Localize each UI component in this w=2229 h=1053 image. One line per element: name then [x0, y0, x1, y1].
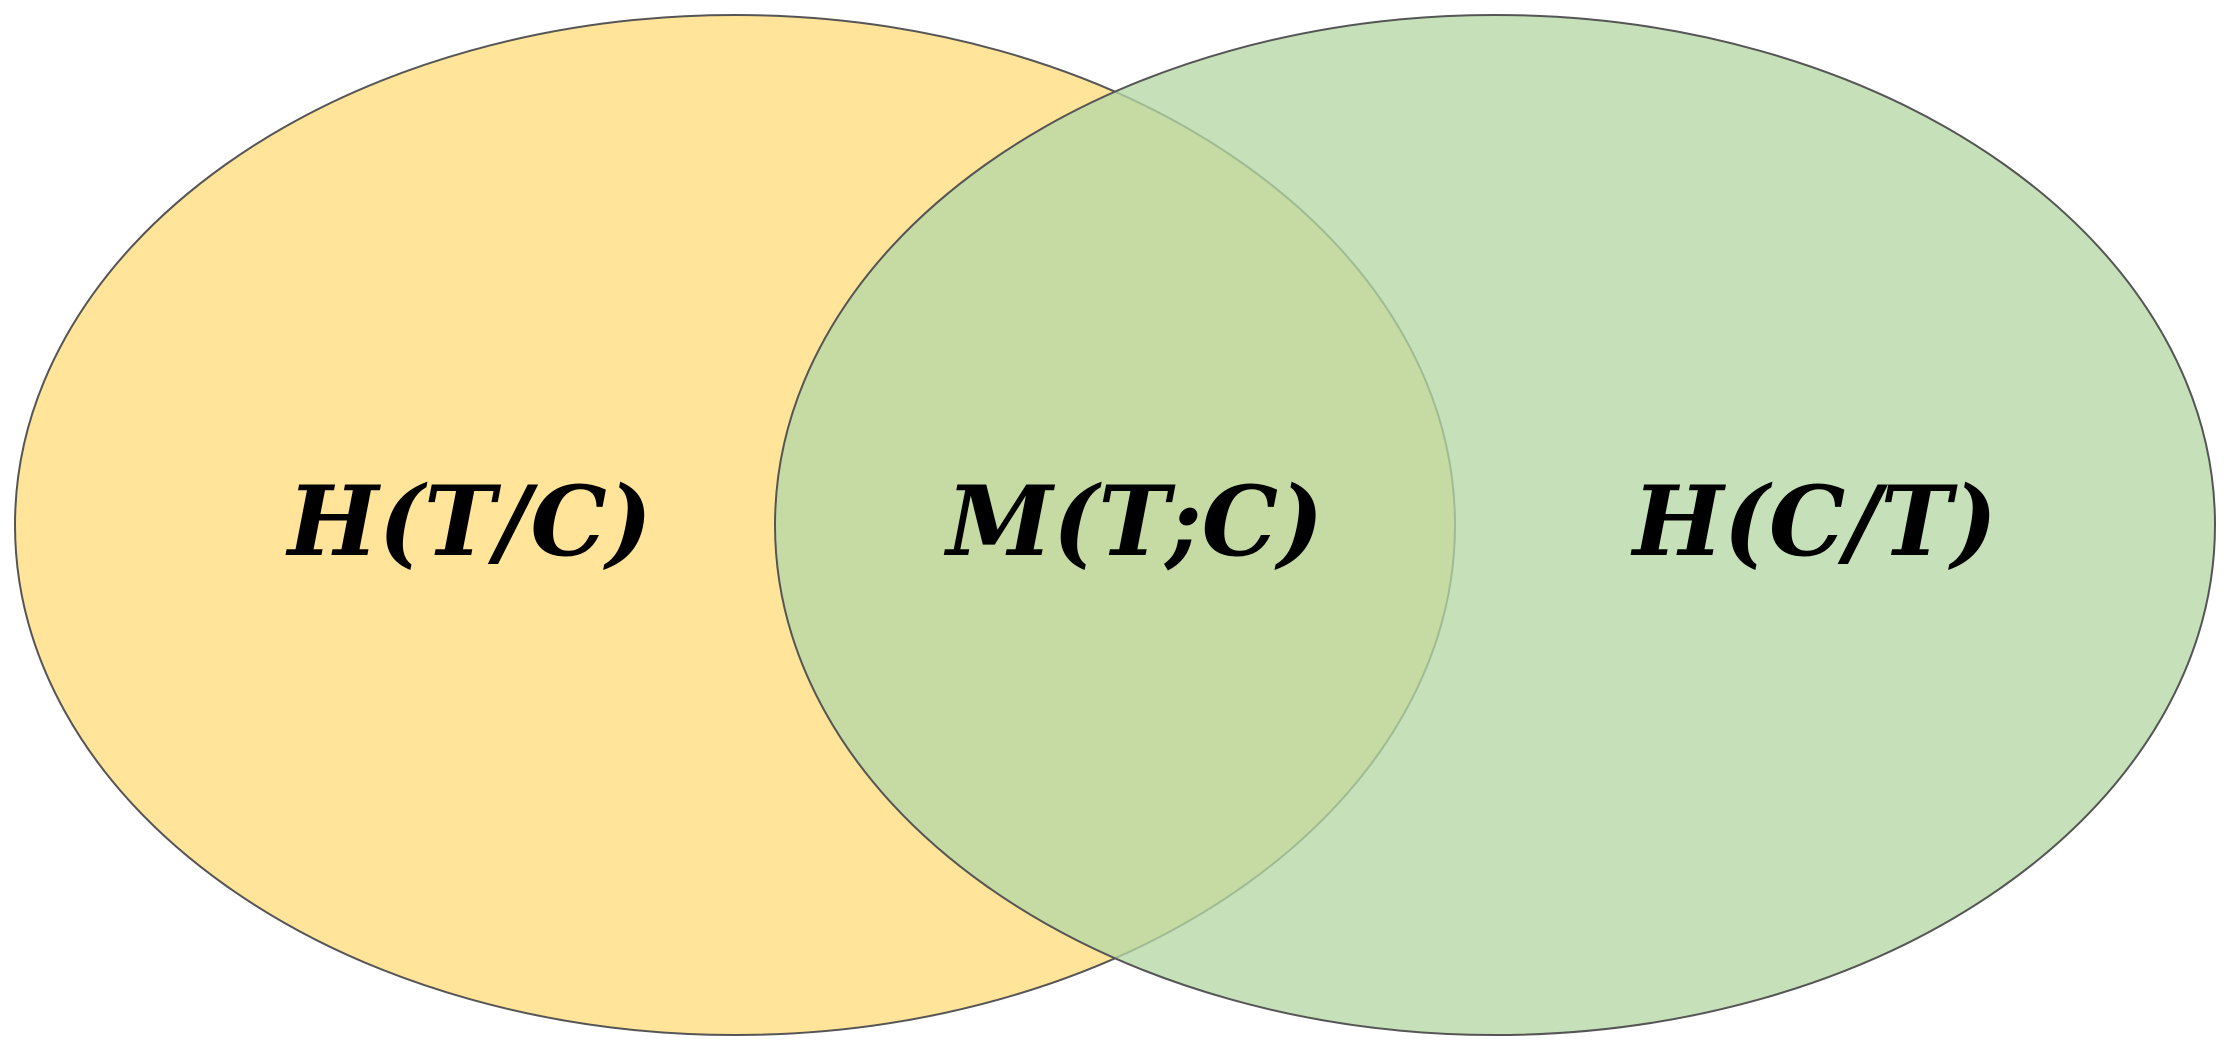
intersection-label: M(T;C) [944, 465, 1324, 578]
right-set-ellipse [774, 14, 2216, 1036]
right-set-label: H(C/T) [1630, 465, 1997, 578]
left-set-label: H(T/C) [285, 465, 652, 578]
